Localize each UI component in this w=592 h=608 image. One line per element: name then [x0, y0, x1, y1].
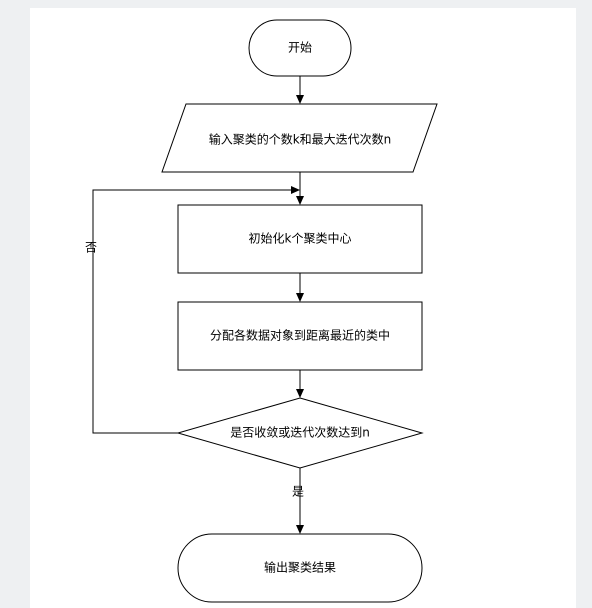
start-label: 开始 — [288, 41, 312, 55]
init-label: 初始化k个聚类中心 — [249, 231, 352, 246]
decision-node: 是否收敛或迭代次数达到n — [176, 397, 424, 469]
decision-label: 是否收敛或迭代次数达到n — [230, 425, 370, 440]
no-label: 否 — [85, 241, 97, 255]
yes-label: 是 — [292, 485, 304, 499]
input-label: 输入聚类的个数k和最大迭代次数n — [209, 132, 392, 147]
assign-node: 分配各数据对象到距离最近的类中 — [177, 301, 423, 371]
init-node: 初始化k个聚类中心 — [177, 204, 423, 274]
start-node: 开始 — [248, 19, 352, 77]
assign-label: 分配各数据对象到距离最近的类中 — [210, 328, 390, 343]
connector-decision-loop-back — [92, 186, 300, 434]
output-node: 输出聚类结果 — [177, 533, 423, 603]
input-node: 输入聚类的个数k和最大迭代次数n — [161, 103, 438, 173]
output-label: 输出聚类结果 — [264, 560, 336, 575]
